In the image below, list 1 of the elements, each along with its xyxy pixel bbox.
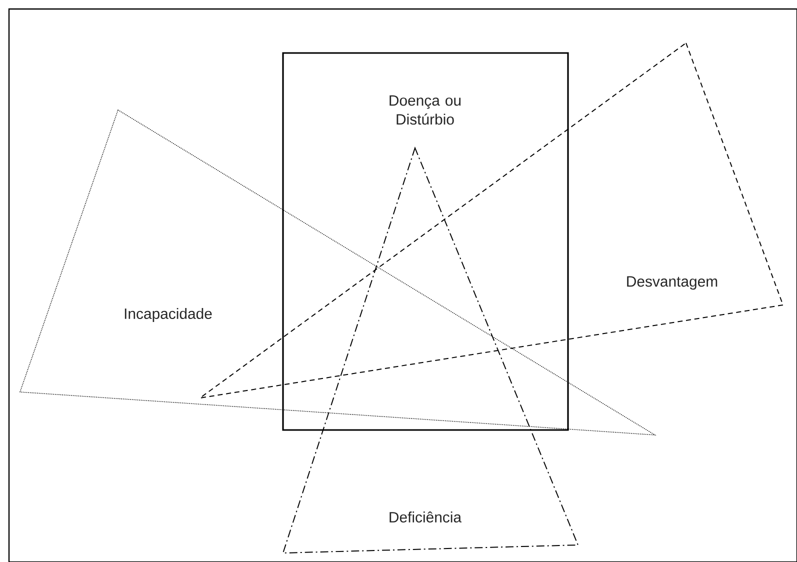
rectangle: Doença ou Distúrbio bbox=[282, 52, 569, 431]
